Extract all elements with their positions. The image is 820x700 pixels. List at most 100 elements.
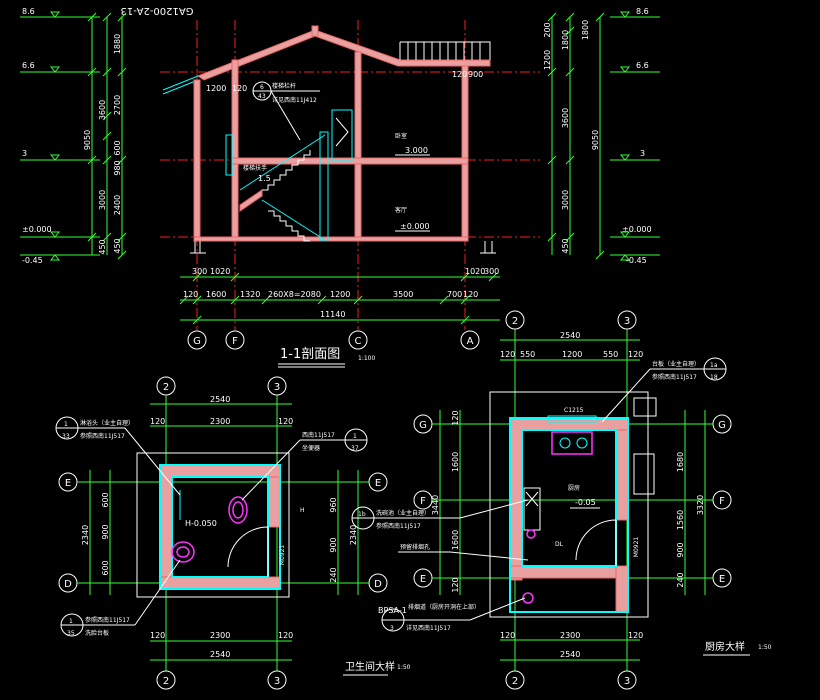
- building-section: 卧室 客厅 3.000 ±0.000 1200 120 120 900 1.5 …: [162, 25, 496, 254]
- kit-top-dim-2: 1200: [562, 350, 582, 359]
- mid-dim-1: 120: [232, 84, 247, 93]
- mid-dim-2: 120: [452, 70, 467, 79]
- kit-room-label: 厨房: [568, 484, 580, 492]
- right-total-dim: 9050: [591, 130, 600, 150]
- left-inner-dim-3: 980: [113, 160, 122, 175]
- kit-door-label: M0921: [633, 537, 640, 558]
- foot-dim-1: 1020: [210, 267, 230, 276]
- kit-top-axis-0: 2: [512, 316, 518, 327]
- kit-scale: 1:50: [758, 644, 772, 651]
- level-left-3: ±0.000: [22, 225, 52, 234]
- kit-right-dim-1: 1560: [676, 510, 685, 530]
- section-axis-3: A: [467, 336, 474, 347]
- foot-dim-2: 1020: [465, 267, 485, 276]
- bath-bottom-total: 2540: [210, 650, 230, 659]
- section-axis-0: G: [193, 336, 201, 347]
- kit-window-label: C1215: [564, 407, 584, 414]
- kit-left-axis-0: G: [419, 420, 427, 431]
- kit-dl-label: DL: [555, 541, 564, 548]
- room-label-upper: 卧室: [395, 132, 407, 140]
- bottom-dim-3: 260X8=2080: [268, 290, 321, 299]
- kit-left-axis-2: E: [420, 574, 426, 585]
- bath-left-dim-0: 600: [101, 492, 110, 507]
- kit-right-dim-0: 1680: [676, 452, 685, 472]
- foot-dim-0: 300: [192, 267, 207, 276]
- kit-callout3-num: 3: [390, 625, 394, 632]
- bath-callout2-num: 1: [353, 433, 357, 440]
- section-axis-1: F: [232, 336, 238, 347]
- section-scale: 1:100: [358, 355, 375, 362]
- stair-note-0: 1.5: [258, 174, 271, 183]
- kit-top-dim-3: 550: [603, 350, 618, 359]
- top-right-dim: 1800: [581, 20, 590, 40]
- kit-callout3-text2: 详见西南11J517: [406, 624, 451, 632]
- kit-left-total: 3440: [431, 495, 440, 515]
- bath-left-dim-2: 600: [101, 560, 110, 575]
- kit-callout1-sheet: 18: [710, 374, 718, 381]
- callout-6-text1: 详见西南11J412: [272, 96, 317, 104]
- kit-left-dim-3: 120: [451, 577, 460, 592]
- bathroom-detail: 2 3 2 3 2540 120 2300 120 120 2300 120 2…: [55, 376, 411, 690]
- left-inner-dim-1: 2700: [113, 95, 122, 115]
- bath-callout2-text1: 西南11J517: [302, 431, 335, 439]
- mid-dim-0: 1200: [206, 84, 226, 93]
- level-left-1: 6.6: [22, 61, 35, 70]
- kit-top-dim-4: 120: [628, 350, 643, 359]
- left-outer-dim-2: 450: [98, 239, 107, 254]
- bath-right-dim-0: 960: [329, 497, 338, 512]
- bath-right-dim-1: 900: [329, 537, 338, 552]
- drawing-number: GA1200-2A-13: [121, 5, 194, 16]
- kit-note-vent: 预留排烟孔: [400, 543, 430, 551]
- dims-left: 9050 3600 3000 450 1880 2700 600 980 240…: [83, 12, 127, 260]
- kit-left-dim-1: 1600: [451, 452, 460, 472]
- bath-left-total: 2340: [81, 525, 90, 545]
- kit-right-dim-3: 240: [676, 572, 685, 587]
- callout-6-text2: 楼梯栏杆: [272, 82, 296, 90]
- bottom-dim-7: 120: [463, 290, 478, 299]
- bottom-total-dim: 11140: [320, 310, 345, 319]
- bath-bottom-dim-0: 120: [150, 631, 165, 640]
- bath-top-dim-1: 2300: [210, 417, 230, 426]
- kit-callout2-text1: 洗碗池（业主自理）: [376, 509, 430, 517]
- kit-top-axis-1: 3: [624, 316, 630, 327]
- bath-callout3-text1: 参照西南11J517: [85, 616, 130, 624]
- level-left-0: 8.6: [22, 7, 35, 16]
- kit-top-total: 2540: [560, 331, 580, 340]
- bath-callout3-sheet: 35: [67, 630, 75, 637]
- right-inner-dim-1: 1200: [543, 50, 552, 70]
- bath-top-dim-2: 120: [278, 417, 293, 426]
- right-inner-dim-5: 450: [561, 238, 570, 253]
- bath-bottom-dim-2: 120: [278, 631, 293, 640]
- dims-bottom: 300 1020 1020 300 120 1600 1320 260X8=20…: [179, 267, 500, 325]
- bath-top-total: 2540: [210, 395, 230, 404]
- bath-callout3-num: 1: [69, 618, 73, 625]
- left-inner-dim-0: 1880: [113, 34, 122, 54]
- left-inner-dim-5: 450: [113, 238, 122, 253]
- kit-top-dim-1: 550: [520, 350, 535, 359]
- level-right-4: -0.45: [626, 256, 647, 265]
- section-axis-bubbles: G F C A: [187, 330, 480, 350]
- left-outer-dim-0: 3600: [98, 100, 107, 120]
- kit-left-dim-0: 120: [451, 410, 460, 425]
- bath-callout1-sheet: 33: [62, 433, 70, 440]
- bath-right-axis-1: D: [374, 579, 382, 590]
- levels-right: 8.6 6.6 3 ±0.000 -0.45: [610, 7, 660, 265]
- bath-bottom-dim-1: 2300: [210, 631, 230, 640]
- bath-right-axis-0: E: [375, 478, 381, 489]
- section-axis-2: C: [355, 336, 362, 347]
- kit-bottom-dim-0: 120: [500, 631, 515, 640]
- bath-door-h: H: [300, 507, 305, 514]
- kit-top-dim-0: 120: [500, 350, 515, 359]
- level-right-0: 8.6: [636, 7, 649, 16]
- right-inner-dim-3: 3600: [561, 108, 570, 128]
- bottom-dim-6: 700: [447, 290, 462, 299]
- left-outer-dim-1: 3000: [98, 190, 107, 210]
- bath-floor-level: H-0.050: [185, 519, 217, 528]
- bath-right-total: 2340: [349, 525, 358, 545]
- kit-bottom-total: 2540: [560, 650, 580, 659]
- callout-6-num: 6: [260, 84, 264, 91]
- callout-6-sheet: 43: [258, 93, 266, 100]
- kit-callout2-text2: 参照西南11J517: [376, 522, 421, 530]
- bottom-dim-2: 1320: [240, 290, 260, 299]
- bath-scale: 1:50: [397, 664, 411, 671]
